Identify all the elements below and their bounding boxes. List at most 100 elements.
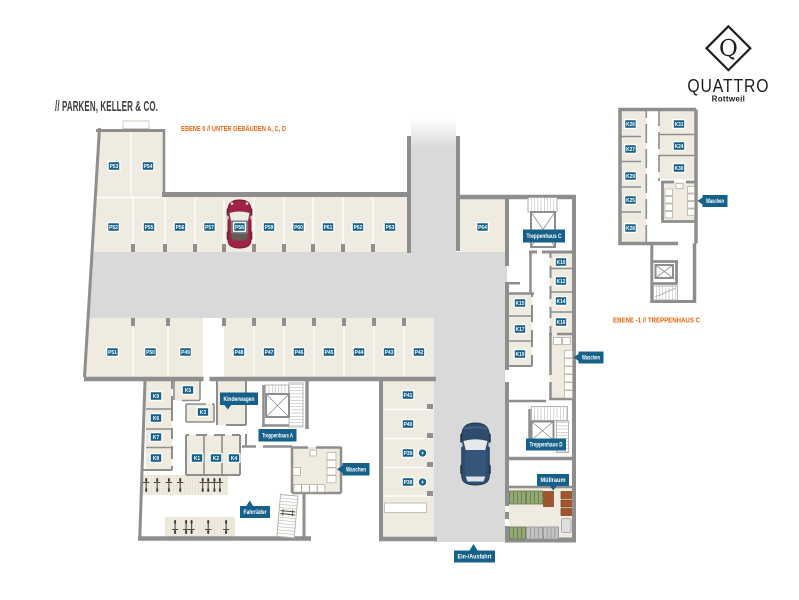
washing-machine-icon <box>293 484 302 493</box>
pillar <box>131 318 135 326</box>
parking-badge-label: P54 <box>144 164 153 170</box>
storage-room-badge: K6 <box>149 412 163 424</box>
pillar <box>163 244 167 252</box>
parking-badge-label: P42 <box>415 350 424 356</box>
floor-area <box>549 253 573 334</box>
parking-badge: P39 <box>401 447 415 459</box>
storage-room-badge-label: K27 <box>626 147 635 153</box>
flag-waschen: Waschen <box>337 463 370 476</box>
bike-icon <box>222 520 230 534</box>
pillar <box>282 244 286 252</box>
storage-room-badge: K2 <box>209 452 223 464</box>
badge-background <box>383 221 397 233</box>
flag-waschen: Waschen <box>697 195 728 207</box>
parking-badge: P44 <box>352 346 366 358</box>
stairs-treads <box>265 385 289 394</box>
badge-background <box>142 221 156 233</box>
flag-waschen-label: Waschen <box>346 466 366 473</box>
badge-background <box>149 390 163 402</box>
storage-room-badge: K24 <box>672 140 686 152</box>
elevator-icon <box>654 264 674 279</box>
badge-background <box>143 346 158 358</box>
badge-background <box>262 221 276 233</box>
pillar <box>252 244 256 252</box>
parking-badge-label: P53 <box>110 164 119 170</box>
flag-background <box>240 506 270 518</box>
storage-room-badge: K3 <box>196 406 210 418</box>
logo-city: Rottweil <box>712 95 746 104</box>
elevator-cross <box>531 421 554 441</box>
parking-badge-label: P57 <box>205 225 214 231</box>
badge-background <box>352 346 366 358</box>
bike-icon <box>182 520 190 534</box>
storage-room-badge: K16 <box>554 316 568 328</box>
elevator-icon <box>530 420 555 441</box>
washing-machine-icon <box>687 193 695 201</box>
badge-background <box>513 323 527 335</box>
badge-background <box>623 170 638 182</box>
parking-badge-label: P44 <box>355 350 364 356</box>
storage-room-badge-label: K25 <box>626 198 635 204</box>
parking-badge: P54 <box>141 160 155 172</box>
storage-room-badge-label: K5 <box>185 388 192 394</box>
parking-badge: P45 <box>322 346 336 358</box>
washing-machine-icon <box>664 196 673 204</box>
logo-brand: QUATTRO <box>687 76 769 96</box>
parking-badge-label: P50 <box>146 350 155 356</box>
badge-background <box>623 222 638 234</box>
flag-background <box>578 351 604 364</box>
washing-machine-icon <box>564 358 573 367</box>
pillar <box>222 318 226 326</box>
pillar <box>311 244 315 252</box>
flag-treppenhaus-c-label: Treppenhaus C <box>527 233 562 240</box>
parking-badge: P38 <box>401 476 415 488</box>
waste-bin-icon <box>560 499 572 508</box>
storage-room-badge: K7 <box>149 431 163 443</box>
waste-bin-icon <box>560 508 572 516</box>
stairs-icon <box>531 406 568 421</box>
badge-background <box>475 221 490 233</box>
parking-badge-label: P62 <box>354 225 363 231</box>
washing-machine-icon <box>326 452 337 461</box>
parking-badge-label: P55 <box>145 225 154 231</box>
badge-background <box>181 384 195 396</box>
badge-background <box>554 256 568 268</box>
badge-background <box>292 346 306 358</box>
elevator-cross <box>655 264 674 279</box>
parking-badge: P43 <box>382 346 396 358</box>
badge-background <box>554 275 568 287</box>
washing-machine-icon <box>326 467 337 476</box>
parking-badge: P64 <box>475 221 490 233</box>
pillar <box>282 318 286 326</box>
page-title: // PARKEN, KELLER & CO. <box>55 99 158 115</box>
stairs-icon <box>276 494 299 539</box>
washing-machine-icon <box>664 211 673 219</box>
flag-background <box>526 438 566 451</box>
badge-background <box>232 346 246 358</box>
storage-room-badge: K15 <box>513 297 527 309</box>
flag-pointer <box>697 197 703 205</box>
elevator-icon <box>265 393 290 418</box>
badge-background <box>227 452 241 464</box>
flag-background <box>537 474 569 486</box>
flag-waschen-label: Waschen <box>582 355 600 362</box>
badge-background <box>513 297 527 309</box>
washing-machine-icon <box>664 203 673 211</box>
washing-machine-icon <box>564 390 573 399</box>
waste-bin-icon <box>526 490 543 505</box>
washing-machine-icon <box>326 459 337 468</box>
wall-segment <box>83 127 101 378</box>
storage-room-badge-label: K6 <box>153 416 160 422</box>
pillar <box>341 244 345 252</box>
bike-icon <box>205 478 212 492</box>
parking-badge-label: P39 <box>404 451 413 457</box>
storage-room-badge-label: K16 <box>557 320 566 326</box>
parking-badge-label: P47 <box>265 350 274 356</box>
flag-treppenhaus-d: Treppenhaus D <box>526 438 566 451</box>
pillar <box>252 318 256 326</box>
parking-badge: P49 <box>178 346 193 358</box>
logo-initial: Q <box>719 36 738 62</box>
badge-background <box>672 118 686 130</box>
parking-badge: P58 <box>232 221 247 233</box>
storage-room-badge: K4 <box>227 452 241 464</box>
